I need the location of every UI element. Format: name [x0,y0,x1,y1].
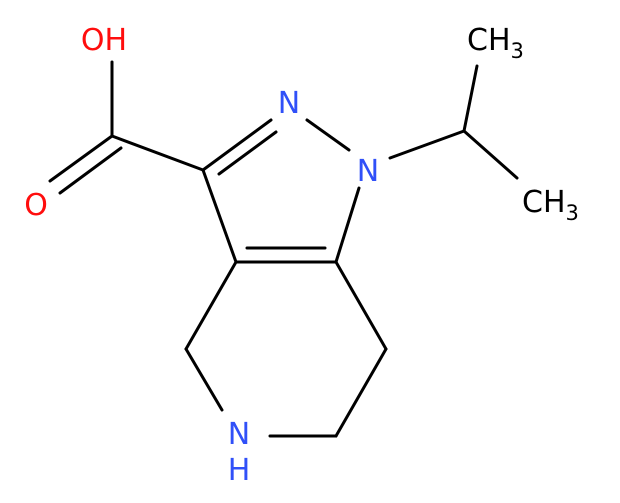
bond-c3-n2-double-2 [217,130,278,176]
bond-c3a-c4 [184,260,238,351]
amine-n-label: N [228,417,250,452]
bond-ch-ch3-bottom [462,129,519,180]
bond-c-o-double-1 [48,134,114,183]
bond-c3-n2-double-1 [201,118,273,172]
pyrazole-n1-label: N [357,154,379,189]
bonds [48,60,519,438]
bond-c3a-c3 [201,168,238,264]
bond-c4-n5 [184,347,224,412]
bond-n1-c7a [334,186,361,264]
methyl-top-label: CH3 [467,23,524,63]
methyl-bottom-ch: CH [522,185,566,220]
amine-h-label: H [228,453,251,488]
bond-ch-ch3-top [462,64,479,133]
bond-n2-n1 [305,118,351,152]
bond-n1-ch [388,129,466,160]
bond-c-o-double-2 [58,146,123,195]
methyl-bottom-subscript: 3 [566,201,579,225]
atom-labels: OH O N N N H CH3 CH3 [24,23,579,488]
pyrazole-n2-label: N [278,86,300,121]
methyl-top-ch: CH [467,23,511,58]
bond-cooh-c3 [110,134,205,172]
carbonyl-oxygen-label: O [24,188,48,223]
bond-c7-c7a [334,260,388,351]
hydroxyl-label: OH [81,23,127,58]
methyl-top-subscript: 3 [511,39,524,63]
methyl-bottom-label: CH3 [522,185,579,225]
bond-c6-c7 [334,347,388,438]
